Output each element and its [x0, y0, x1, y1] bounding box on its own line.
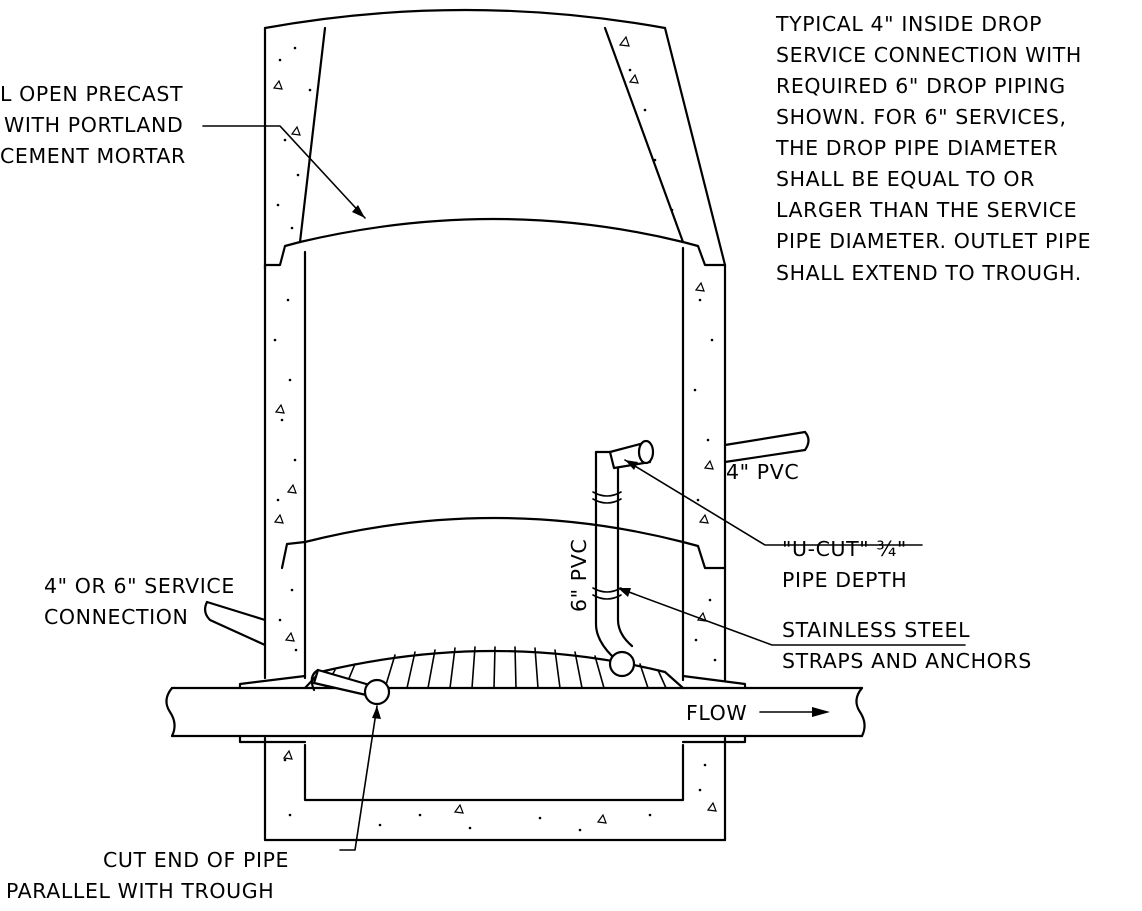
- service-label-line-2: CONNECTION: [44, 605, 188, 629]
- typical-note-line-4: SHOWN. FOR 6" SERVICES,: [776, 105, 1067, 129]
- pvc-6in-label: 6" PVC: [567, 539, 591, 612]
- precast-riser-section: [263, 246, 727, 682]
- fill-note: L OPEN PRECAST WITH PORTLAND CEMENT MORT…: [0, 82, 186, 168]
- service-connection-pipe: [203, 600, 391, 706]
- leader-lines: [202, 125, 966, 851]
- cut-end-label-line-2: PARALLEL WITH TROUGH: [6, 879, 274, 903]
- typical-note-line-2: SERVICE CONNECTION WITH: [776, 43, 1082, 67]
- upper-riser-joint: [263, 240, 727, 271]
- cut-end-label-line-1: CUT END OF PIPE: [103, 848, 289, 872]
- ucut-label-line-2: PIPE DEPTH: [782, 568, 907, 592]
- drop-pipe-6in-pvc: [592, 450, 636, 678]
- main-flow-pipe: [165, 674, 866, 744]
- pvc-4in-label: 4" PVC: [726, 460, 799, 484]
- concrete-stipple: [272, 35, 717, 832]
- fill-note-line-2: WITH PORTLAND: [4, 113, 183, 137]
- typical-note-line-9: SHALL EXTEND TO TROUGH.: [776, 261, 1082, 285]
- straps-label-line-2: STRAPS AND ANCHORS: [782, 649, 1032, 673]
- ucut-label-line-1: "U-CUT" ¾": [782, 537, 907, 561]
- precast-cone-section: [263, 8, 727, 267]
- service-label-line-1: 4" OR 6" SERVICE: [44, 574, 235, 598]
- fill-note-line-1: L OPEN PRECAST: [0, 82, 183, 106]
- typical-note-line-7: LARGER THAN THE SERVICE: [776, 198, 1077, 222]
- typical-note-line-6: SHALL BE EQUAL TO OR: [776, 167, 1035, 191]
- typical-note-line-1: TYPICAL 4" INSIDE DROP: [775, 12, 1042, 36]
- drop-inlet-elbow: [608, 439, 655, 470]
- fill-note-line-3: CEMENT MORTAR: [0, 144, 186, 168]
- service-pipe-4in-pvc: [723, 430, 810, 464]
- flow-label: FLOW: [686, 701, 747, 725]
- typical-note: TYPICAL 4" INSIDE DROP SERVICE CONNECTIO…: [775, 12, 1091, 285]
- straps-label-line-1: STAINLESS STEEL: [782, 618, 970, 642]
- typical-note-line-3: REQUIRED 6" DROP PIPING: [776, 74, 1066, 98]
- typical-note-line-5: THE DROP PIPE DIAMETER: [775, 136, 1058, 160]
- precast-base: [263, 736, 727, 842]
- typical-note-line-8: PIPE DIAMETER. OUTLET PIPE: [776, 229, 1091, 253]
